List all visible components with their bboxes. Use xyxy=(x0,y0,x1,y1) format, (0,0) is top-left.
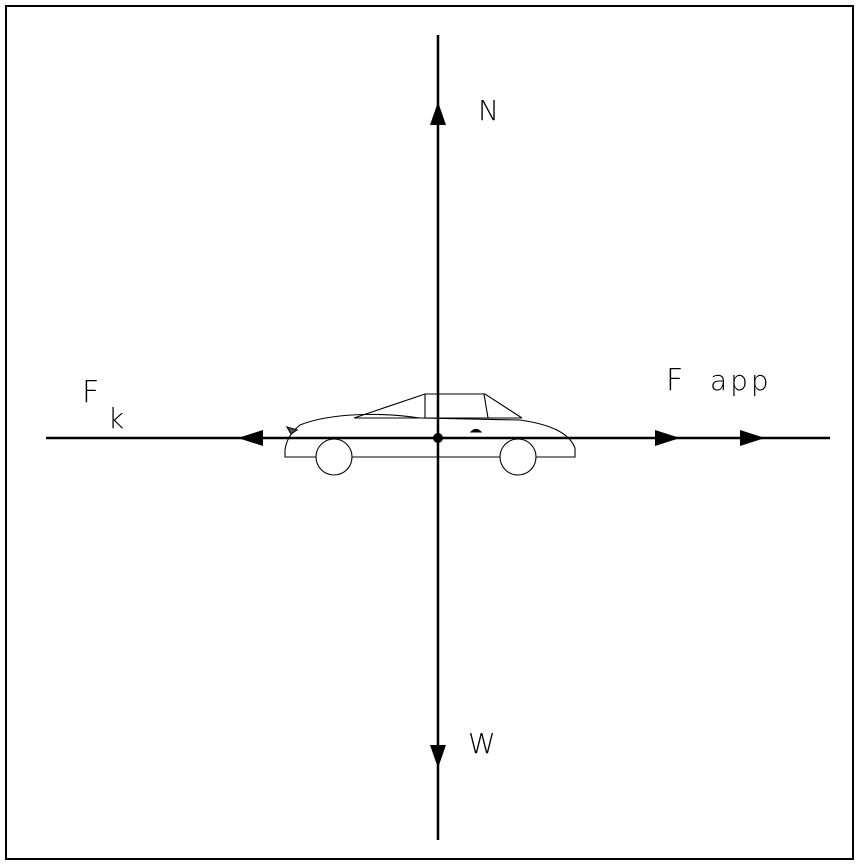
friction-arrowhead xyxy=(238,430,263,446)
car-icon xyxy=(284,393,576,476)
weight-arrowhead xyxy=(430,745,446,768)
normal-force-label: N xyxy=(478,94,499,127)
applied-force-subscript: app xyxy=(710,364,772,397)
friction-force-subscript: k xyxy=(108,402,124,435)
applied-force-label: F xyxy=(666,363,683,398)
applied-arrowhead-1 xyxy=(655,430,680,446)
center-of-mass-dot xyxy=(433,433,443,443)
diagram-frame xyxy=(5,5,854,860)
normal-arrowhead xyxy=(430,102,446,125)
weight-label: W xyxy=(468,727,496,760)
friction-force-label: F xyxy=(82,375,99,410)
applied-arrowhead-2 xyxy=(740,430,765,446)
